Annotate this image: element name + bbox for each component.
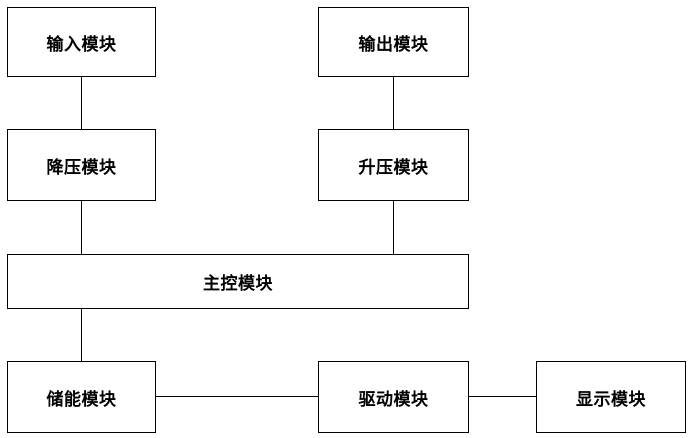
connector-buck-main bbox=[81, 200, 82, 255]
driver-module-label: 驱动模块 bbox=[359, 385, 429, 410]
connector-main-storage bbox=[81, 308, 82, 362]
connector-driver-display bbox=[468, 396, 537, 397]
main-control-module-label: 主控模块 bbox=[203, 269, 273, 294]
connector-boost-main bbox=[393, 200, 394, 255]
storage-module: 储能模块 bbox=[7, 361, 156, 433]
connector-input-buck bbox=[81, 76, 82, 130]
buck-module-label: 降压模块 bbox=[47, 153, 117, 178]
input-module: 输入模块 bbox=[7, 7, 156, 77]
output-module-label: 输出模块 bbox=[359, 30, 429, 55]
output-module: 输出模块 bbox=[318, 7, 469, 77]
connector-output-boost bbox=[393, 76, 394, 130]
display-module: 显示模块 bbox=[536, 361, 686, 433]
connector-storage-driver bbox=[155, 396, 319, 397]
buck-module: 降压模块 bbox=[7, 129, 156, 201]
boost-module-label: 升压模块 bbox=[359, 153, 429, 178]
main-control-module: 主控模块 bbox=[7, 254, 469, 309]
driver-module: 驱动模块 bbox=[318, 361, 469, 433]
boost-module: 升压模块 bbox=[318, 129, 469, 201]
input-module-label: 输入模块 bbox=[47, 30, 117, 55]
storage-module-label: 储能模块 bbox=[47, 385, 117, 410]
display-module-label: 显示模块 bbox=[576, 385, 646, 410]
